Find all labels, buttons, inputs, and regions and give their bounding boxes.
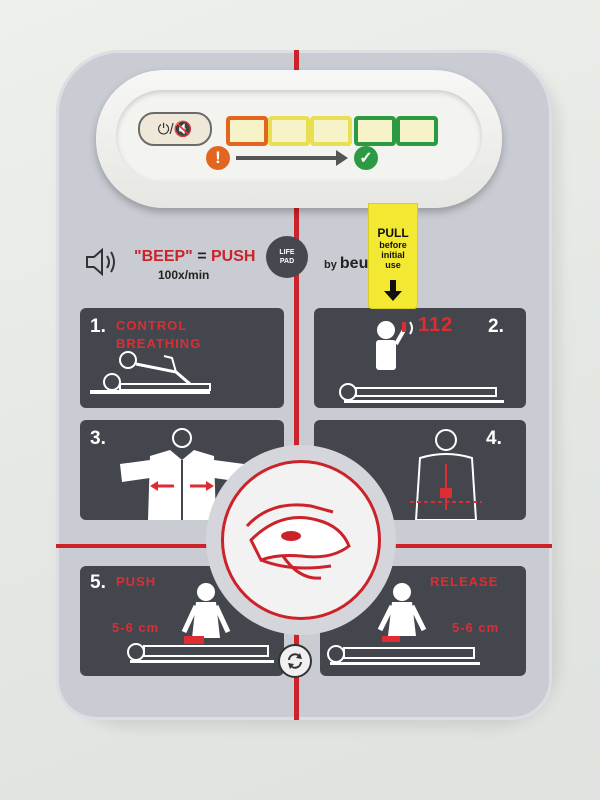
check-icon: ✓ (354, 146, 378, 170)
release-compression-illustration (327, 583, 480, 665)
device-display: ⏻/🔇 ! ✓ (116, 90, 482, 182)
pull-tab[interactable]: PULL before initial use (368, 203, 418, 309)
pull-tab-line2: initial (381, 250, 405, 260)
compression-rate: 100x/min (158, 268, 210, 282)
step-number: 2. (488, 316, 504, 337)
step-action: PUSH (116, 574, 157, 589)
pull-tab-line3: use (385, 260, 401, 270)
hands-compression-icon (245, 503, 351, 580)
step-text: BREATHING (116, 336, 202, 351)
step-panel-2: 112 2. (314, 308, 526, 408)
led-indicator-4 (354, 116, 396, 146)
rotate-arrows-icon (288, 653, 302, 669)
emergency-call-illustration (339, 321, 504, 403)
step-number: 3. (90, 428, 106, 449)
push-compression-illustration (127, 583, 274, 663)
pull-tab-title: PULL (377, 226, 409, 240)
power-mute-button[interactable]: ⏻/🔇 (138, 112, 212, 146)
push-text: PUSH (211, 248, 256, 265)
feedback-device: ⏻/🔇 ! ✓ (96, 70, 502, 208)
rotate-button[interactable] (278, 644, 312, 678)
progress-arrow-line (236, 156, 338, 160)
vertical-guide-line (294, 50, 299, 720)
step-number: 5. (90, 572, 106, 593)
speaker-icon (86, 247, 115, 277)
warning-icon: ! (206, 146, 230, 170)
hand-position-illustration (410, 429, 482, 520)
beep-text: "BEEP" (134, 248, 193, 265)
beep-push-instruction: "BEEP" = PUSH (134, 248, 255, 266)
cpr-pad: ⏻/🔇 ! ✓ PULL before initial use (56, 50, 552, 720)
power-mute-label: ⏻/🔇 (157, 121, 193, 138)
step-number: 4. (486, 428, 502, 449)
breathing-check-illustration (90, 351, 211, 394)
step-number: 1. (90, 316, 106, 337)
arrow-down-icon (384, 280, 402, 301)
led-indicator-2 (268, 116, 310, 146)
lifepad-logo: LIFE PAD (266, 236, 308, 278)
led-indicator-3 (310, 116, 352, 146)
led-indicator-1 (226, 116, 268, 146)
led-indicator-5 (396, 116, 438, 146)
emergency-number: 112 (418, 314, 454, 336)
step-action: RELEASE (430, 574, 499, 589)
arrow-right-icon (336, 150, 348, 166)
pull-tab-line1: before (379, 240, 407, 250)
step-text: CONTROL (116, 318, 188, 333)
equals-text: = (197, 248, 207, 265)
brand-name: by beu (324, 255, 369, 272)
compression-depth: 5-6 cm (452, 620, 500, 635)
step-panel-1: 1. CONTROL BREATHING (80, 308, 284, 408)
compression-depth: 5-6 cm (112, 620, 160, 635)
